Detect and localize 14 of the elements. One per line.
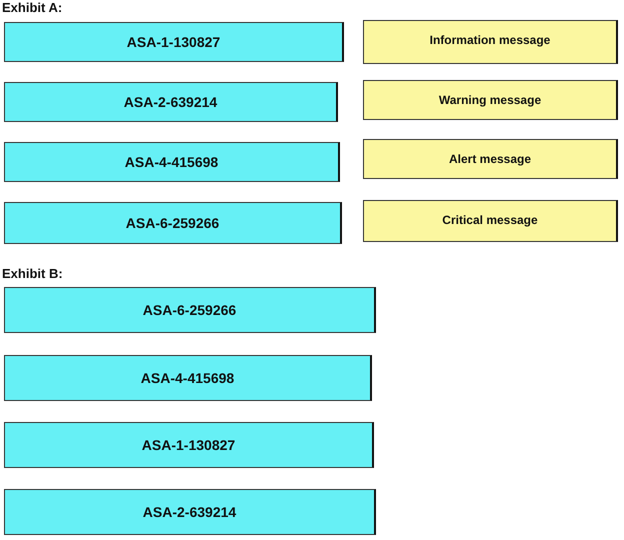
code-box: ASA-6-259266	[4, 202, 342, 244]
answer-box: Warning message	[363, 80, 618, 120]
code-box: ASA-2-639214	[4, 489, 376, 535]
code-box: ASA-4-415698	[4, 142, 340, 182]
code-box: ASA-1-130827	[4, 22, 344, 62]
code-box: ASA-1-130827	[4, 422, 374, 468]
code-box: ASA-4-415698	[4, 355, 372, 401]
answer-box: Critical message	[363, 200, 618, 242]
code-box: ASA-6-259266	[4, 287, 376, 333]
answer-box: Alert message	[363, 139, 618, 179]
exhibit-heading: Exhibit B:	[2, 266, 63, 281]
exhibit-heading: Exhibit A:	[2, 0, 62, 15]
answer-box: Information message	[363, 20, 618, 64]
code-box: ASA-2-639214	[4, 82, 338, 122]
